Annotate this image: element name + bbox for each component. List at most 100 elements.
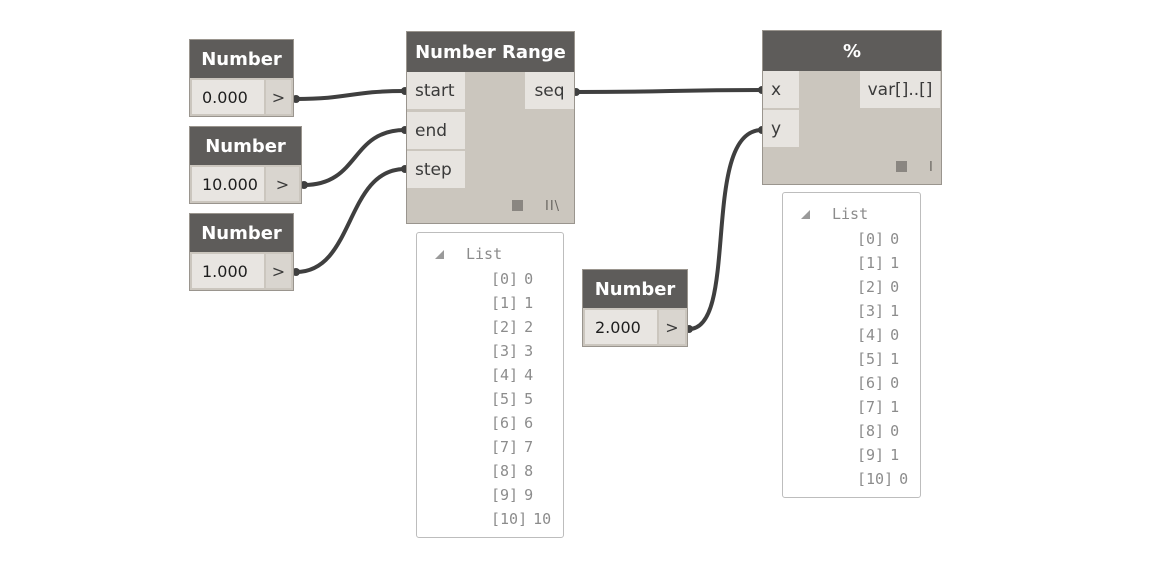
list-index: [7]	[491, 438, 519, 456]
list-item: [1] 1	[491, 294, 533, 312]
node-title: %	[763, 31, 941, 71]
lacing-indicator[interactable]: II\	[545, 199, 561, 214]
list-item: [7]1	[857, 398, 899, 416]
node-title: Number	[190, 214, 293, 252]
node-title: Number	[583, 270, 687, 308]
list-index: [2]	[857, 278, 885, 296]
node-title: Number	[190, 40, 293, 78]
expand-arrow-button[interactable]: >	[659, 310, 685, 344]
list-value: 0	[890, 278, 900, 296]
list-value: 4	[524, 366, 534, 384]
node-title: Number Range	[407, 32, 574, 72]
port-dot[interactable]	[292, 268, 300, 276]
range-preview-bubble: List [0]0 [1]1 [2]2 [3]3 [4]4 [5]5 [6]6 …	[416, 232, 564, 538]
list-value: 8	[524, 462, 534, 480]
port-dot[interactable]	[292, 95, 300, 103]
list-value: 7	[524, 438, 534, 456]
input-port-y[interactable]: y	[763, 110, 799, 147]
list-item: [10] 0	[857, 470, 908, 488]
list-index: [4]	[491, 366, 519, 384]
list-item: [10]10	[491, 510, 551, 528]
wire-end[interactable]	[302, 128, 407, 187]
node-title: Number	[190, 127, 301, 165]
list-index: [1]	[491, 294, 519, 312]
list-item: [1]1	[857, 254, 899, 272]
list-value: 2	[524, 318, 534, 336]
number-node[interactable]: Number 10.000 >	[190, 127, 301, 203]
port-dot[interactable]	[685, 325, 693, 333]
list-index: [2]	[491, 318, 519, 336]
input-port-end[interactable]: end	[407, 112, 465, 149]
list-value: 9	[524, 486, 534, 504]
number-node[interactable]: Number 0.000 >	[190, 40, 293, 116]
number-node[interactable]: Number 2.000 >	[583, 270, 687, 346]
lacing-indicator[interactable]: I	[929, 160, 934, 175]
expand-arrow-button[interactable]: >	[266, 254, 291, 288]
list-index: [9]	[491, 486, 519, 504]
list-index: [6]	[491, 414, 519, 432]
list-value: 0	[890, 374, 900, 392]
wire-seq-to-x[interactable]	[574, 88, 764, 94]
list-item: [9] 1	[857, 446, 899, 464]
list-index: [8]	[857, 422, 885, 440]
modulo-node[interactable]: % x y var[]..[] I	[763, 31, 941, 184]
list-value: 1	[890, 254, 900, 272]
expand-arrow-button[interactable]: >	[266, 167, 299, 201]
list-item: [3]3	[491, 342, 533, 360]
list-item: [4] 4	[491, 366, 533, 384]
input-port-step[interactable]: step	[407, 151, 465, 188]
list-index: [4]	[857, 326, 885, 344]
list-index: [7]	[857, 398, 885, 416]
number-value-field[interactable]: 1.000	[192, 254, 264, 288]
list-value: 6	[524, 414, 534, 432]
list-value: 10	[533, 510, 552, 528]
modulo-preview-bubble: List [0]0 [1]1 [2]0 [3]1 [4]0 [5]1 [6]0 …	[782, 192, 921, 498]
list-index: [6]	[857, 374, 885, 392]
collapse-triangle-icon[interactable]	[801, 209, 810, 219]
list-index: [9]	[857, 446, 885, 464]
wire-y[interactable]	[687, 128, 764, 331]
list-value: 0	[890, 230, 900, 248]
number-range-node[interactable]: Number Range start end step seq II\	[407, 32, 574, 223]
input-port-start[interactable]: start	[407, 72, 465, 109]
list-item: [7] 7	[491, 438, 533, 456]
list-value: 1	[524, 294, 534, 312]
wire-start[interactable]	[294, 89, 407, 101]
preview-toggle-icon[interactable]	[896, 161, 907, 172]
input-port-x[interactable]: x	[763, 71, 799, 108]
number-node[interactable]: Number 1.000 >	[190, 214, 293, 290]
list-value: 3	[524, 342, 534, 360]
list-index: [5]	[857, 350, 885, 368]
number-value-field[interactable]: 0.000	[192, 80, 264, 114]
list-index: [10]	[857, 470, 894, 488]
list-value: 5	[524, 390, 534, 408]
preview-toggle-icon[interactable]	[512, 200, 523, 211]
list-value: 1	[890, 446, 900, 464]
wire-step[interactable]	[294, 167, 407, 274]
list-item: [6] 0	[857, 374, 899, 392]
list-index: [8]	[491, 462, 519, 480]
list-item: [0]0	[857, 230, 899, 248]
list-item: [6] 6	[491, 414, 533, 432]
list-item: [9] 9	[491, 486, 533, 504]
number-value-field[interactable]: 10.000	[192, 167, 264, 201]
list-value: 0	[899, 470, 909, 488]
list-item: [2] 2	[491, 318, 533, 336]
list-item: [8] 8	[491, 462, 533, 480]
list-value: 0	[890, 422, 900, 440]
list-item: [4]0	[857, 326, 899, 344]
list-item: [3]1	[857, 302, 899, 320]
list-value: 1	[890, 302, 900, 320]
list-item: [8] 0	[857, 422, 899, 440]
list-index: [0]	[491, 270, 519, 288]
number-value-field[interactable]: 2.000	[585, 310, 657, 344]
list-value: 1	[890, 350, 900, 368]
output-port-var[interactable]: var[]..[]	[860, 71, 940, 108]
list-item: [5]5	[491, 390, 533, 408]
port-dot[interactable]	[300, 181, 308, 189]
output-port-seq[interactable]: seq	[525, 72, 574, 109]
expand-arrow-button[interactable]: >	[266, 80, 291, 114]
list-item: [0]0	[491, 270, 533, 288]
port-dot[interactable]	[572, 88, 580, 96]
collapse-triangle-icon[interactable]	[435, 249, 444, 259]
